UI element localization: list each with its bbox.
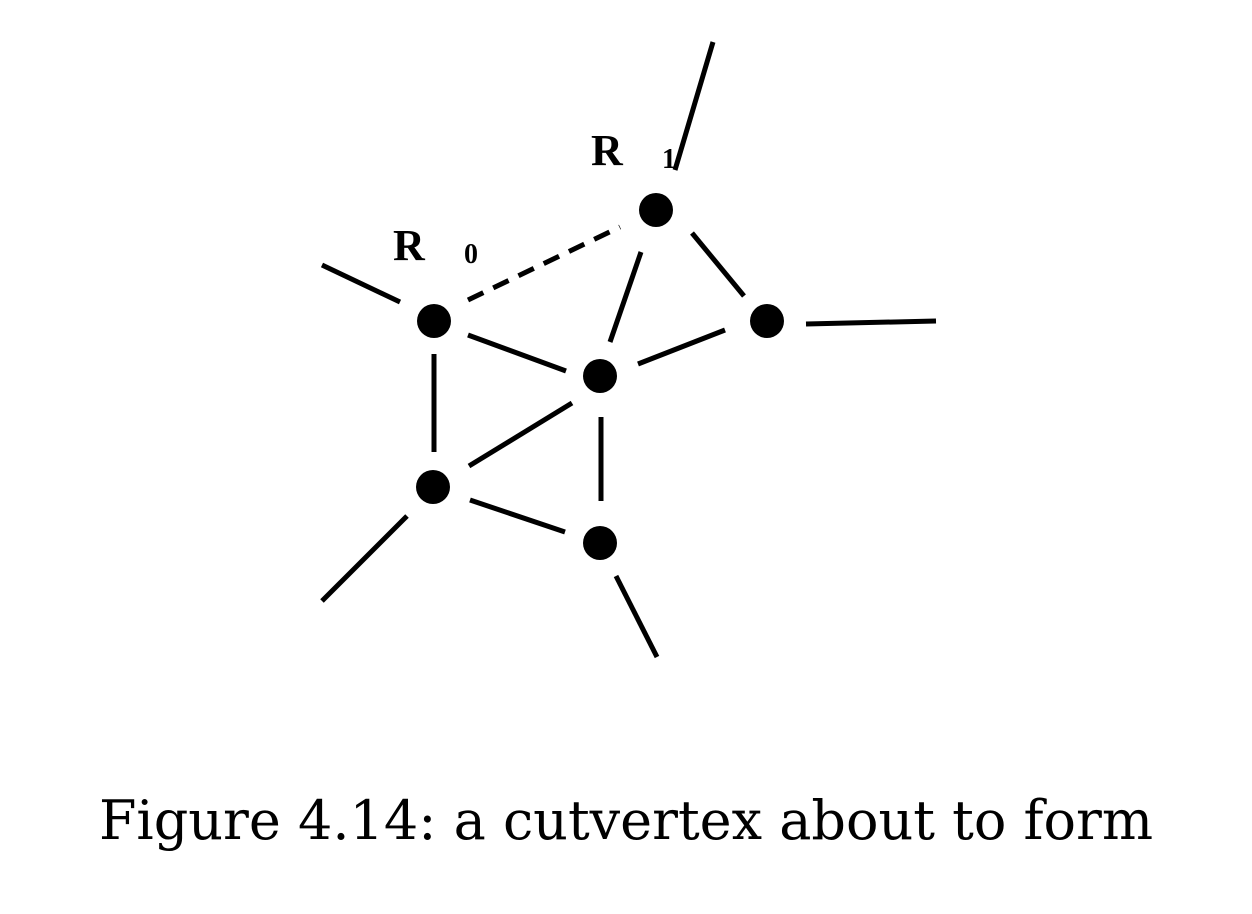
vertex-right bbox=[750, 304, 784, 338]
label-r1-subscript: 1 bbox=[662, 144, 676, 175]
edge-r0-center bbox=[467, 332, 567, 374]
edge-center-lower-left bbox=[467, 400, 574, 469]
edge-lower-left-bottom bbox=[469, 497, 566, 535]
label-r0-subscript: 0 bbox=[464, 239, 478, 270]
dangling-edge-right bbox=[805, 318, 937, 327]
vertex-r0 bbox=[417, 304, 451, 338]
edge-r1-right bbox=[690, 231, 746, 298]
dangling-edge-r0 bbox=[320, 262, 402, 305]
edge-r0-r1 bbox=[466, 224, 622, 303]
vertex-lower-left bbox=[416, 470, 450, 504]
dangling-edge-bottom bbox=[613, 574, 660, 659]
figure-caption: Figure 4.14: a cutvertex about to form bbox=[98, 789, 1154, 852]
vertex-r1 bbox=[639, 193, 673, 227]
vertex-center bbox=[583, 359, 617, 393]
edge-center-right bbox=[637, 327, 726, 367]
dangling-edge-r1 bbox=[672, 41, 716, 171]
label-r1-letter: R bbox=[591, 126, 624, 175]
label-r0-letter: R bbox=[393, 221, 426, 270]
edge-r1-center bbox=[607, 251, 644, 343]
dangling-edge-lower-left bbox=[320, 514, 409, 603]
vertex-bottom bbox=[583, 526, 617, 560]
